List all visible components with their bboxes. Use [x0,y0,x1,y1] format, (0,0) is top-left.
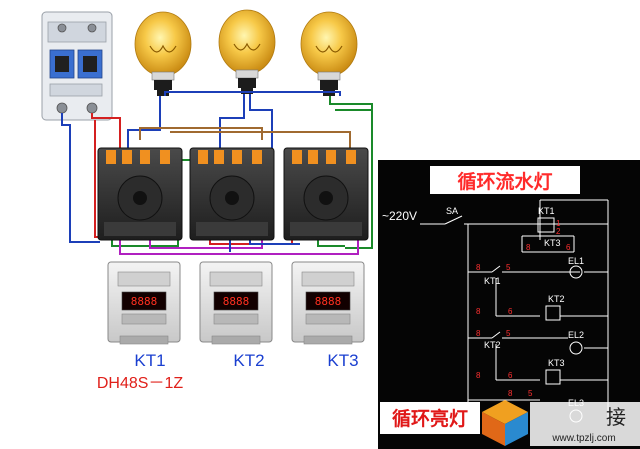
timer-unit-kt1: 8888 [107,261,181,345]
timer-model-label: DH48S－1Z [97,375,183,392]
pin-number: 8 [476,307,481,316]
pin-number: 5 [506,329,511,338]
watermark-site: www.tpzlj.com [551,433,615,444]
timer-label-kt3: KT3 [327,351,358,370]
relay-base-kt1 [97,147,183,241]
pin-number: 5 [506,263,511,272]
coil-label-kt1-top: KT1 [538,206,555,216]
pin-number: 8 [476,371,481,380]
pin-number: 6 [566,243,571,252]
pin-number: 8 [526,243,531,252]
watermark-text: 接 [606,405,626,429]
pin-number: 6 [508,371,513,380]
coil-label-kt2: KT2 [548,294,565,304]
svg-text:8888: 8888 [315,295,342,308]
timer-unit-kt2: 8888 [199,261,273,345]
bulb-2 [218,9,276,94]
lamp-label-el1: EL1 [568,256,584,266]
watermark-logo: 接 www.tpzlj.com [482,400,640,446]
timer-label-kt1: KT1 [134,351,165,370]
switch-label: SA [446,206,458,216]
contact-label-kt2: KT2 [484,340,501,350]
pin-number: 8 [508,389,513,398]
pin-number: 2 [556,227,561,236]
contact-label-kt1: KT1 [484,276,501,286]
svg-text:8888: 8888 [131,295,158,308]
pin-number: 5 [528,389,533,398]
pin-number: 8 [476,263,481,272]
relay-base-kt2 [189,147,275,241]
pin-number: 1 [556,219,561,228]
relay-base-kt3 [283,147,369,241]
pin-number: 6 [508,307,513,316]
coil-label-kt3: KT3 [548,358,565,368]
schematic-title: 循环流水灯 [457,170,552,193]
supply-label: ~220V [382,209,417,223]
bulb-1 [134,11,192,96]
coil-label-kt3-top: KT3 [544,238,561,248]
circuit-breaker [41,11,113,121]
schematic-caption: 循环亮灯 [392,407,468,430]
pin-number: 8 [476,329,481,338]
bulb-3 [300,11,358,96]
svg-text:8888: 8888 [223,295,250,308]
schematic-panel: 循环流水灯 [378,160,640,449]
timer-label-kt2: KT2 [233,351,264,370]
timer-unit-kt3: 8888 [291,261,365,345]
lamp-label-el2: EL2 [568,330,584,340]
